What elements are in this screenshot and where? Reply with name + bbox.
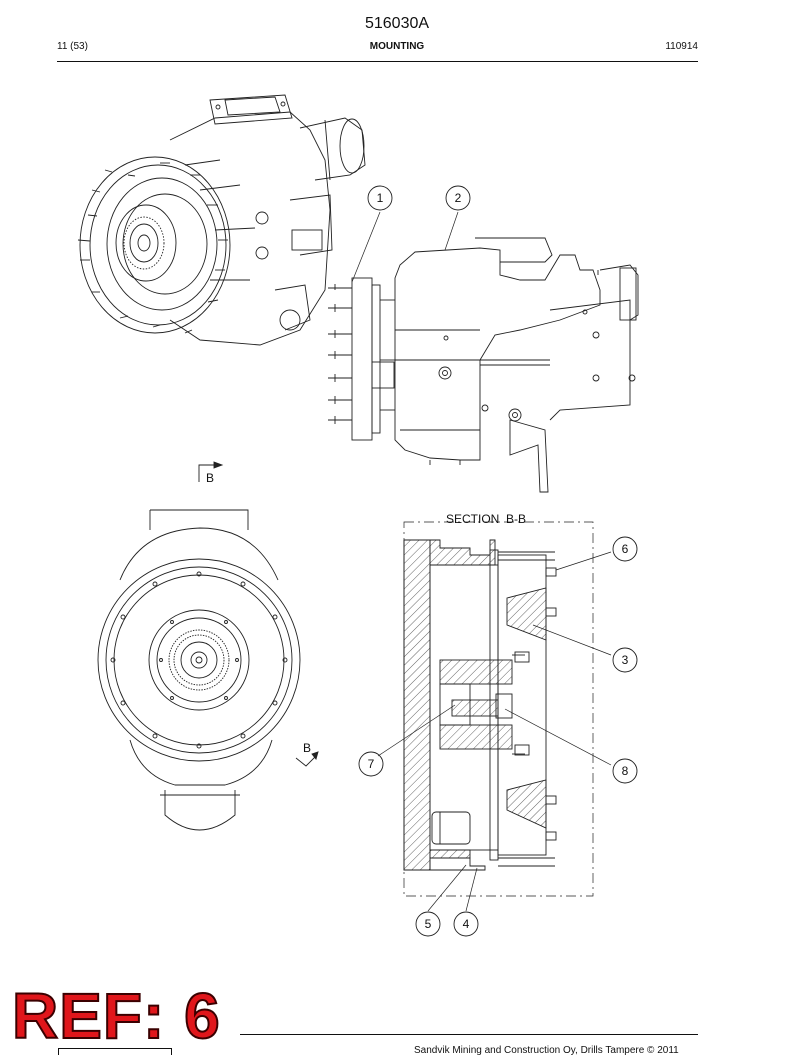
callout-4-label: 4: [463, 917, 470, 931]
callout-6-label: 6: [622, 542, 629, 556]
callout-1-circle: [367, 185, 393, 211]
callout-7-label: 7: [368, 757, 375, 771]
page-number: 11 (53): [57, 41, 88, 52]
callout-3-circle: [612, 647, 638, 673]
sandvik-logo: [58, 1048, 172, 1055]
isometric-view: [77, 94, 366, 346]
callout-4-circle: [453, 911, 479, 937]
section-view: [377, 521, 612, 912]
callout-5-circle: [415, 911, 441, 937]
front-view: [97, 509, 301, 831]
callout-6-circle: [612, 536, 638, 562]
callout-2-circle: [445, 185, 471, 211]
view-marker-top-label: B: [206, 471, 214, 485]
view-marker-bottom-label: B: [303, 741, 311, 755]
callout-3-label: 3: [622, 653, 629, 667]
header-rule: [57, 61, 698, 62]
side-view: [328, 211, 639, 493]
ref-stamp: REF: 6: [11, 980, 221, 1052]
callout-5-label: 5: [425, 917, 432, 931]
section-label: SECTION B-B: [446, 512, 526, 526]
document-number: 516030A: [364, 15, 430, 32]
document-code: 110914: [665, 41, 698, 52]
callout-8-label: 8: [622, 764, 629, 778]
view-marker-arrow-bottom: [295, 755, 317, 767]
callout-7-circle: [358, 751, 384, 777]
callout-8-circle: [612, 758, 638, 784]
footer-copyright: Sandvik Mining and Construction Oy, Dril…: [414, 1045, 679, 1056]
section-heading: MOUNTING: [369, 41, 425, 52]
callout-1-label: 1: [377, 191, 384, 205]
footer-rule: [240, 1034, 698, 1035]
callout-2-label: 2: [455, 191, 462, 205]
view-marker-arrow-top: [198, 464, 220, 482]
